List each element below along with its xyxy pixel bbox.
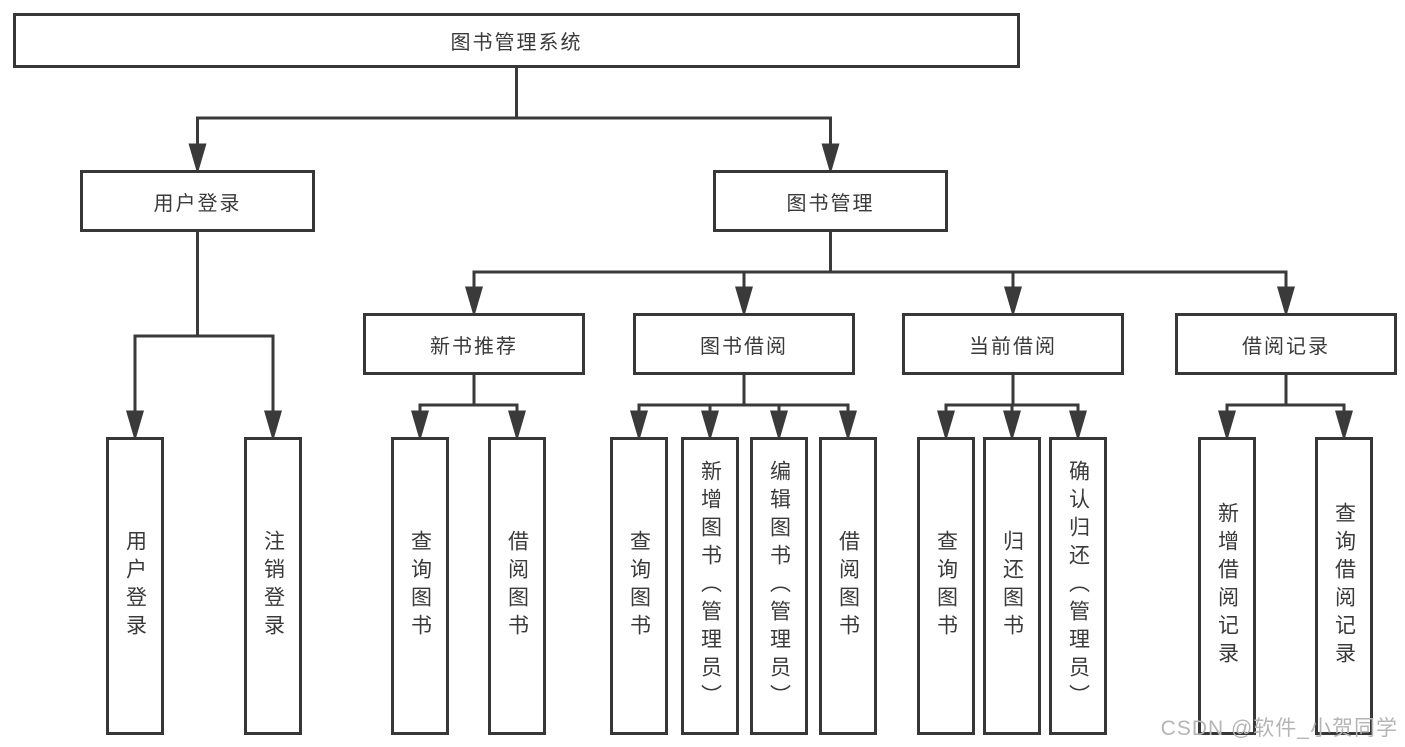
node-label: 查询借阅记录 (1332, 502, 1356, 670)
node-label: 查询图书 (627, 530, 651, 642)
node-label: 查询图书 (934, 530, 958, 642)
leaf-borrow-books-borrowing: 借阅图书 (819, 437, 877, 735)
node-label: 借阅图书 (836, 530, 860, 642)
node-label: 用户登录 (123, 530, 147, 642)
node-borrowing-records: 借阅记录 (1175, 313, 1397, 375)
node-label: 编辑图书（管理员） (767, 460, 791, 712)
node-label: 用户登录 (153, 192, 242, 215)
node-current-borrowing: 当前借阅 (902, 313, 1124, 375)
leaf-query-borrow-record: 查询借阅记录 (1315, 437, 1373, 735)
node-label: 归还图书 (1000, 530, 1024, 642)
node-label: 借阅图书 (505, 530, 529, 642)
node-book-borrowing: 图书借阅 (633, 313, 855, 375)
node-label: 新增图书（管理员） (698, 460, 722, 712)
leaf-return-book: 归还图书 (983, 437, 1041, 735)
node-new-book-recommend: 新书推荐 (363, 313, 585, 375)
leaf-add-book-admin: 新增图书（管理员） (681, 437, 739, 735)
node-label: 新书推荐 (430, 335, 518, 358)
leaf-user-login: 用户登录 (106, 437, 164, 735)
csdn-watermark: CSDN @软件_小贺同学 (1160, 717, 1398, 740)
node-label: 图书借阅 (700, 335, 788, 358)
leaf-logout-login: 注销登录 (244, 437, 302, 735)
node-user-login: 用户登录 (80, 170, 315, 232)
node-label: 新增借阅记录 (1215, 502, 1239, 670)
leaf-confirm-return-admin: 确认归还（管理员） (1049, 437, 1107, 735)
leaf-edit-book-admin: 编辑图书（管理员） (750, 437, 808, 735)
leaf-borrow-books-recommend: 借阅图书 (488, 437, 546, 735)
node-library-management-system: 图书管理系统 (13, 13, 1020, 68)
leaf-query-books-current: 查询图书 (917, 437, 975, 735)
node-label: 当前借阅 (969, 335, 1057, 358)
node-label: 图书管理系统 (450, 32, 583, 54)
node-book-management: 图书管理 (713, 170, 948, 232)
node-label: 图书管理 (786, 192, 875, 215)
leaf-add-borrow-record: 新增借阅记录 (1198, 437, 1256, 735)
node-label: 确认归还（管理员） (1066, 460, 1090, 712)
leaf-query-books-borrowing: 查询图书 (610, 437, 668, 735)
leaf-query-books-recommend: 查询图书 (391, 437, 449, 735)
node-label: 注销登录 (261, 530, 285, 642)
node-label: 借阅记录 (1242, 335, 1330, 358)
node-label: 查询图书 (408, 530, 432, 642)
